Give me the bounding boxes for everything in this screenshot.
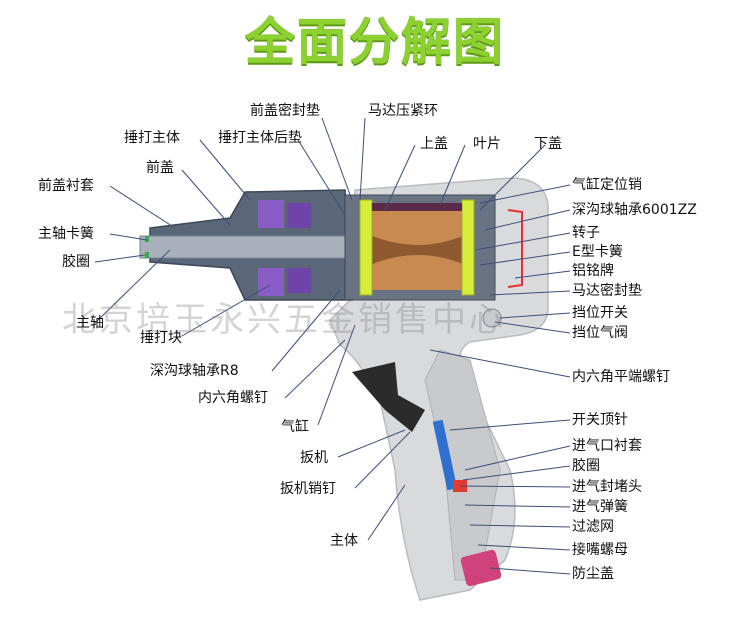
label-aluminum-plate: 铝铭牌 [572, 263, 614, 279]
label-filter: 过滤网 [572, 519, 614, 535]
label-rubber-ring: 胶圈 [62, 254, 90, 270]
label-trigger: 扳机 [300, 450, 328, 466]
label-lower-cover: 下盖 [534, 136, 562, 152]
label-upper-cover: 上盖 [420, 136, 448, 152]
label-front-cover-gasket: 前盖密封垫 [250, 103, 320, 119]
label-front-cover: 前盖 [146, 160, 174, 176]
hammer-part-lower-2 [287, 268, 311, 293]
label-e-clip: E型卡簧 [572, 244, 623, 260]
label-trigger-pin: 扳机销钉 [280, 481, 336, 497]
watermark: 北京培玉永兴五金销售中心 [62, 300, 506, 340]
spindle-clip-shape-2 [145, 252, 149, 258]
label-inlet-rubber: 胶圈 [572, 458, 600, 474]
rotor-waist [370, 235, 465, 265]
label-switch-pin: 开关顶针 [572, 412, 628, 428]
label-bearing-r8: 深沟球轴承R8 [150, 363, 239, 379]
hammer-part-lower-1 [258, 268, 284, 296]
hammer-part-upper-2 [287, 203, 311, 228]
upper-cover-shape [359, 199, 373, 296]
label-spindle: 主轴 [76, 315, 104, 331]
label-hammer-rear-pad: 捶打主体后垫 [218, 130, 302, 146]
spindle-clip-shape [145, 236, 149, 242]
label-hammer-body: 捶打主体 [124, 130, 180, 146]
label-dust-cap: 防尘盖 [572, 566, 614, 582]
label-valve: 挡位气阀 [572, 325, 628, 341]
label-inlet-spring: 进气弹簧 [572, 499, 628, 515]
label-spindle-clip: 主轴卡簧 [38, 226, 94, 242]
label-main-body: 主体 [330, 533, 358, 549]
label-cylinder: 气缸 [281, 419, 309, 435]
page-title: 全面分解图 [245, 13, 505, 71]
spindle-shape [139, 235, 356, 259]
label-cylinder-pin: 气缸定位销 [572, 177, 642, 193]
blade-bar [372, 203, 462, 211]
dust-cap-shape [460, 549, 502, 587]
label-rotor: 转子 [572, 225, 600, 241]
label-front-bushing: 前盖衬套 [38, 178, 94, 194]
label-blade: 叶片 [473, 136, 501, 152]
label-motor-seal: 马达密封垫 [572, 283, 642, 299]
label-motor-clamp-ring: 马达压紧环 [368, 103, 438, 119]
label-flat-screw: 内六角平端螺钉 [572, 369, 670, 385]
hammer-part-upper-1 [258, 200, 284, 228]
leader-lines [94, 117, 571, 575]
label-bearing-6001: 深沟球轴承6001ZZ [572, 202, 697, 218]
label-inlet-bushing: 进气口衬套 [572, 438, 642, 454]
label-switch: 挡位开关 [572, 305, 628, 321]
switch-rod [432, 419, 458, 491]
label-hex-screw: 内六角螺钉 [198, 390, 268, 406]
label-nozzle-nut: 接嘴螺母 [572, 542, 628, 558]
trigger-shape [352, 362, 425, 432]
label-inlet-plug: 进气封堵头 [572, 479, 642, 495]
lower-cover-shape [461, 199, 475, 296]
label-hammer-block: 捶打块 [140, 330, 182, 346]
red-bracket [507, 209, 523, 288]
